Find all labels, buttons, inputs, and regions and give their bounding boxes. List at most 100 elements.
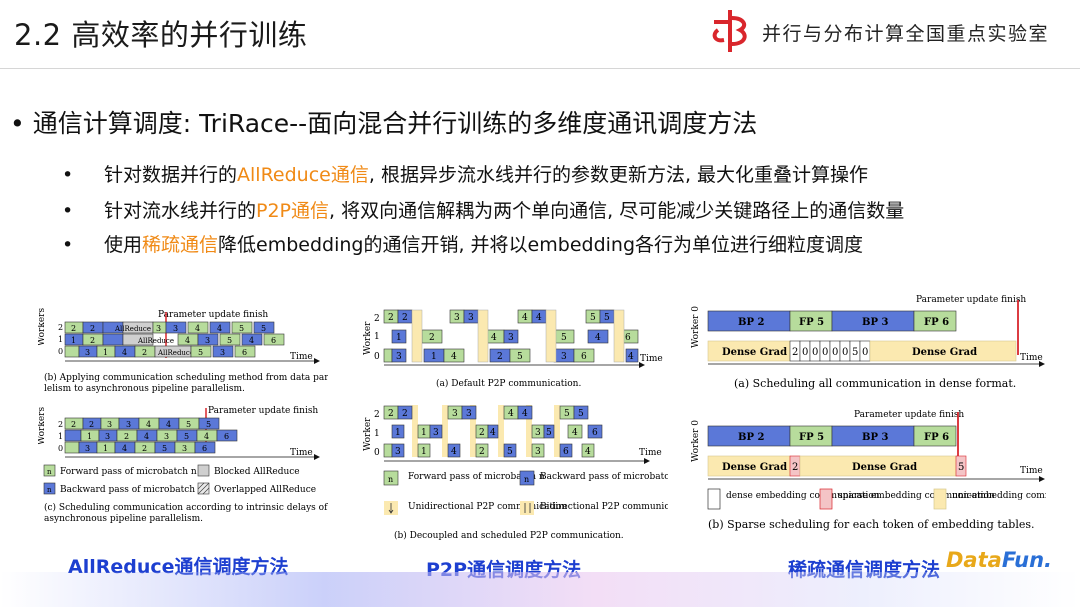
- datafun-logo: DataFun.: [946, 548, 1052, 572]
- time-label: Time: [640, 354, 663, 364]
- comm: 0: [802, 347, 808, 358]
- cell: 4: [451, 447, 457, 457]
- cell: 6: [563, 447, 569, 457]
- worker-id: 2: [374, 314, 380, 324]
- legend-backward: Backward pass of microbatch n: [60, 485, 204, 495]
- cell: 4: [166, 420, 171, 429]
- point-highlight: P2P通信: [256, 200, 330, 222]
- cell: 3: [85, 348, 90, 357]
- heading-text: 通信计算调度: TriRace--面向混合并行训练的多维度通讯调度方法: [32, 109, 758, 138]
- legend-overlapped: Overlapped AllReduce: [214, 485, 316, 495]
- p2p-bottom-row-2: 2 2 3 3 4 4 5 5: [383, 405, 589, 420]
- legend-dense: dense embedding communication: [726, 491, 880, 501]
- point-text: , 根据异步流水线并行的参数更新方法, 最大化重叠计算操作: [368, 164, 869, 186]
- sparse-figure: Parameter update finish Worker 0 BP 2 FP…: [691, 295, 1046, 531]
- point-bullet: •: [62, 164, 74, 186]
- cell: 3: [126, 420, 131, 429]
- update-annotation: Parameter update finish: [854, 410, 964, 420]
- cell: 4: [572, 428, 578, 438]
- comm: 0: [862, 347, 868, 358]
- cell: 5: [561, 333, 567, 343]
- allreduce-cell: AllReduce: [114, 325, 151, 333]
- caption-a: (a) Scheduling all communication in dens…: [734, 377, 1016, 390]
- block: FP 6: [924, 432, 949, 443]
- legend-sparse: sparse embedding communication: [838, 491, 995, 501]
- worker-id: 2: [58, 323, 63, 332]
- block: FP 5: [799, 317, 824, 328]
- block: BP 2: [738, 432, 764, 443]
- caption-a: (a) Default P2P communication.: [436, 378, 581, 389]
- header-divider: [0, 68, 1080, 69]
- time-label: Time: [290, 352, 313, 362]
- cell: 4: [217, 324, 222, 333]
- cell: 5: [162, 444, 167, 453]
- legend-bi: Bidirectional P2P communication: [540, 502, 668, 512]
- cell: 6: [271, 336, 276, 345]
- cell: 2: [124, 432, 129, 441]
- cell: 2: [142, 348, 147, 357]
- time-label: Time: [290, 448, 313, 458]
- cell: 5: [564, 409, 570, 419]
- p2p-top-row-0: 3 1 4 2 5 3 6 4: [383, 348, 639, 363]
- point-text: 针对数据并行的: [104, 164, 238, 186]
- worker-id: 1: [58, 335, 63, 344]
- cell: 4: [585, 447, 591, 457]
- comm: Dense Grad: [722, 462, 787, 473]
- worker-id: 0: [58, 444, 63, 453]
- comm: 5: [852, 347, 858, 358]
- top-row-1: 1 2 AllReduce 4 3 5 4 6: [64, 333, 285, 346]
- time-label: Time: [639, 448, 662, 458]
- cell: 6: [224, 432, 229, 441]
- cell: 1: [87, 432, 92, 441]
- cell: 2: [388, 313, 394, 323]
- cell: 4: [185, 336, 190, 345]
- cell: 4: [451, 352, 457, 362]
- bottom-row-1: 1 3 2 4 3 5 4 6: [64, 429, 238, 442]
- legend-blocked: Blocked AllReduce: [214, 467, 300, 477]
- cell: 5: [517, 352, 523, 362]
- cell: 6: [242, 348, 247, 357]
- cell: 2: [71, 420, 76, 429]
- cell: 1: [421, 447, 427, 457]
- comm: 2: [792, 347, 798, 358]
- cell: 3: [220, 348, 225, 357]
- y-label: Worker 0: [691, 306, 701, 348]
- legend-n: n: [47, 486, 52, 494]
- worker-id: 0: [58, 347, 63, 356]
- p2p-bottom-row-1: 1 1 3 2 4 3 5 4 6: [391, 424, 603, 439]
- cell: 1: [421, 428, 427, 438]
- time-label: Time: [1020, 466, 1043, 476]
- cell: 5: [604, 313, 610, 323]
- point-text: 针对流水线并行的: [104, 200, 257, 222]
- point-bullet: •: [62, 200, 74, 222]
- cell: 5: [546, 428, 552, 438]
- cell: 5: [261, 324, 266, 333]
- brand-prefix: Data: [946, 548, 1002, 572]
- legend-non: non-embedding communication: [952, 491, 1046, 501]
- cell: 5: [198, 348, 203, 357]
- update-annotation: Parameter update finish: [208, 406, 318, 416]
- lab-logo-icon: [712, 10, 747, 52]
- p2p-figure: Worker 2 1 0 2 2 3 3 4 4 5 5 1 2 4 3 5 4…: [363, 309, 668, 541]
- point-1: •针对数据并行的AllReduce通信, 根据异步流水线并行的参数更新方法, 最…: [62, 160, 868, 187]
- caption-b: (b) Sparse scheduling for each token of …: [708, 518, 1035, 531]
- cell: 2: [402, 313, 408, 323]
- cell: 2: [479, 447, 485, 457]
- worker-id: 1: [374, 332, 380, 342]
- cell: 4: [204, 432, 209, 441]
- point-text: 使用: [104, 234, 143, 256]
- legend-n: n: [388, 475, 393, 484]
- cell: 4: [536, 313, 542, 323]
- comm: Dense Grad: [912, 347, 977, 358]
- main-heading: • 通信计算调度: TriRace--面向混合并行训练的多维度通讯调度方法: [10, 104, 757, 140]
- cell: 4: [490, 428, 496, 438]
- bottom-row-2: 2 2 3 3 4 4 5 5: [64, 417, 220, 430]
- cell: 3: [395, 447, 401, 457]
- cell: 2: [497, 352, 503, 362]
- cell: 3: [205, 336, 210, 345]
- p2p-top-comm: [411, 309, 625, 363]
- cell: 4: [522, 409, 528, 419]
- point-2: • 针对流水线并行的P2P通信, 将双向通信解耦为两个单向通信, 尽可能减少关键路…: [62, 196, 904, 223]
- point-text: , 将双向通信解耦为两个单向通信, 尽可能减少关键路径上的通信数量: [329, 200, 905, 222]
- cell: 2: [71, 324, 76, 333]
